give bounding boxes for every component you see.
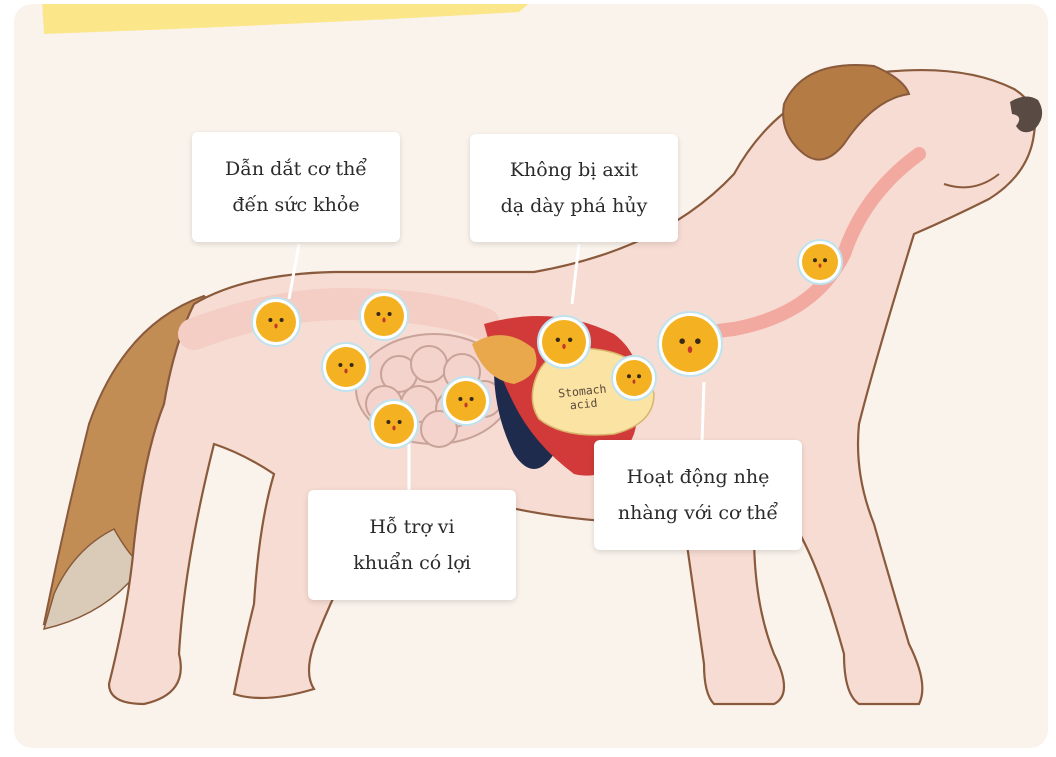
- diagram-panel: Stomach acid Dẫn dắt cơ thể đến sức khỏe…: [14, 4, 1048, 748]
- probiotic-character-icon: [322, 343, 370, 391]
- dog-anatomy-illustration: [14, 4, 1048, 748]
- callout-gentle-line1: Hoạt động nhẹ: [618, 459, 778, 495]
- probiotic-character-icon: [370, 400, 418, 448]
- probiotic-character-icon: [798, 240, 842, 284]
- probiotic-character-icon: [360, 292, 408, 340]
- callout-acid-line1: Không bị axit: [501, 152, 648, 188]
- probiotic-character-icon: [612, 356, 656, 400]
- probiotic-character-icon: [442, 377, 490, 425]
- highlight-strip: [42, 4, 534, 34]
- probiotic-character-icon: [538, 316, 590, 368]
- callout-acid-resistant: Không bị axit dạ dày phá hủy: [470, 134, 678, 242]
- callout-acid-line2: dạ dày phá hủy: [501, 188, 648, 224]
- probiotic-character-icon: [658, 312, 722, 376]
- callout-gentle-line2: nhàng với cơ thể: [618, 495, 778, 531]
- callout-guide-line2: đến sức khỏe: [225, 187, 367, 223]
- callout-bacteria: Hỗ trợ vi khuẩn có lợi: [308, 490, 516, 600]
- callout-gentle: Hoạt động nhẹ nhàng với cơ thể: [594, 440, 802, 550]
- callout-guide-line1: Dẫn dắt cơ thể: [225, 151, 367, 187]
- callout-bacteria-line2: khuẩn có lợi: [353, 545, 471, 581]
- callout-guide-body: Dẫn dắt cơ thể đến sức khỏe: [192, 132, 400, 242]
- callout-bacteria-line1: Hỗ trợ vi: [353, 509, 471, 545]
- probiotic-character-icon: [252, 298, 300, 346]
